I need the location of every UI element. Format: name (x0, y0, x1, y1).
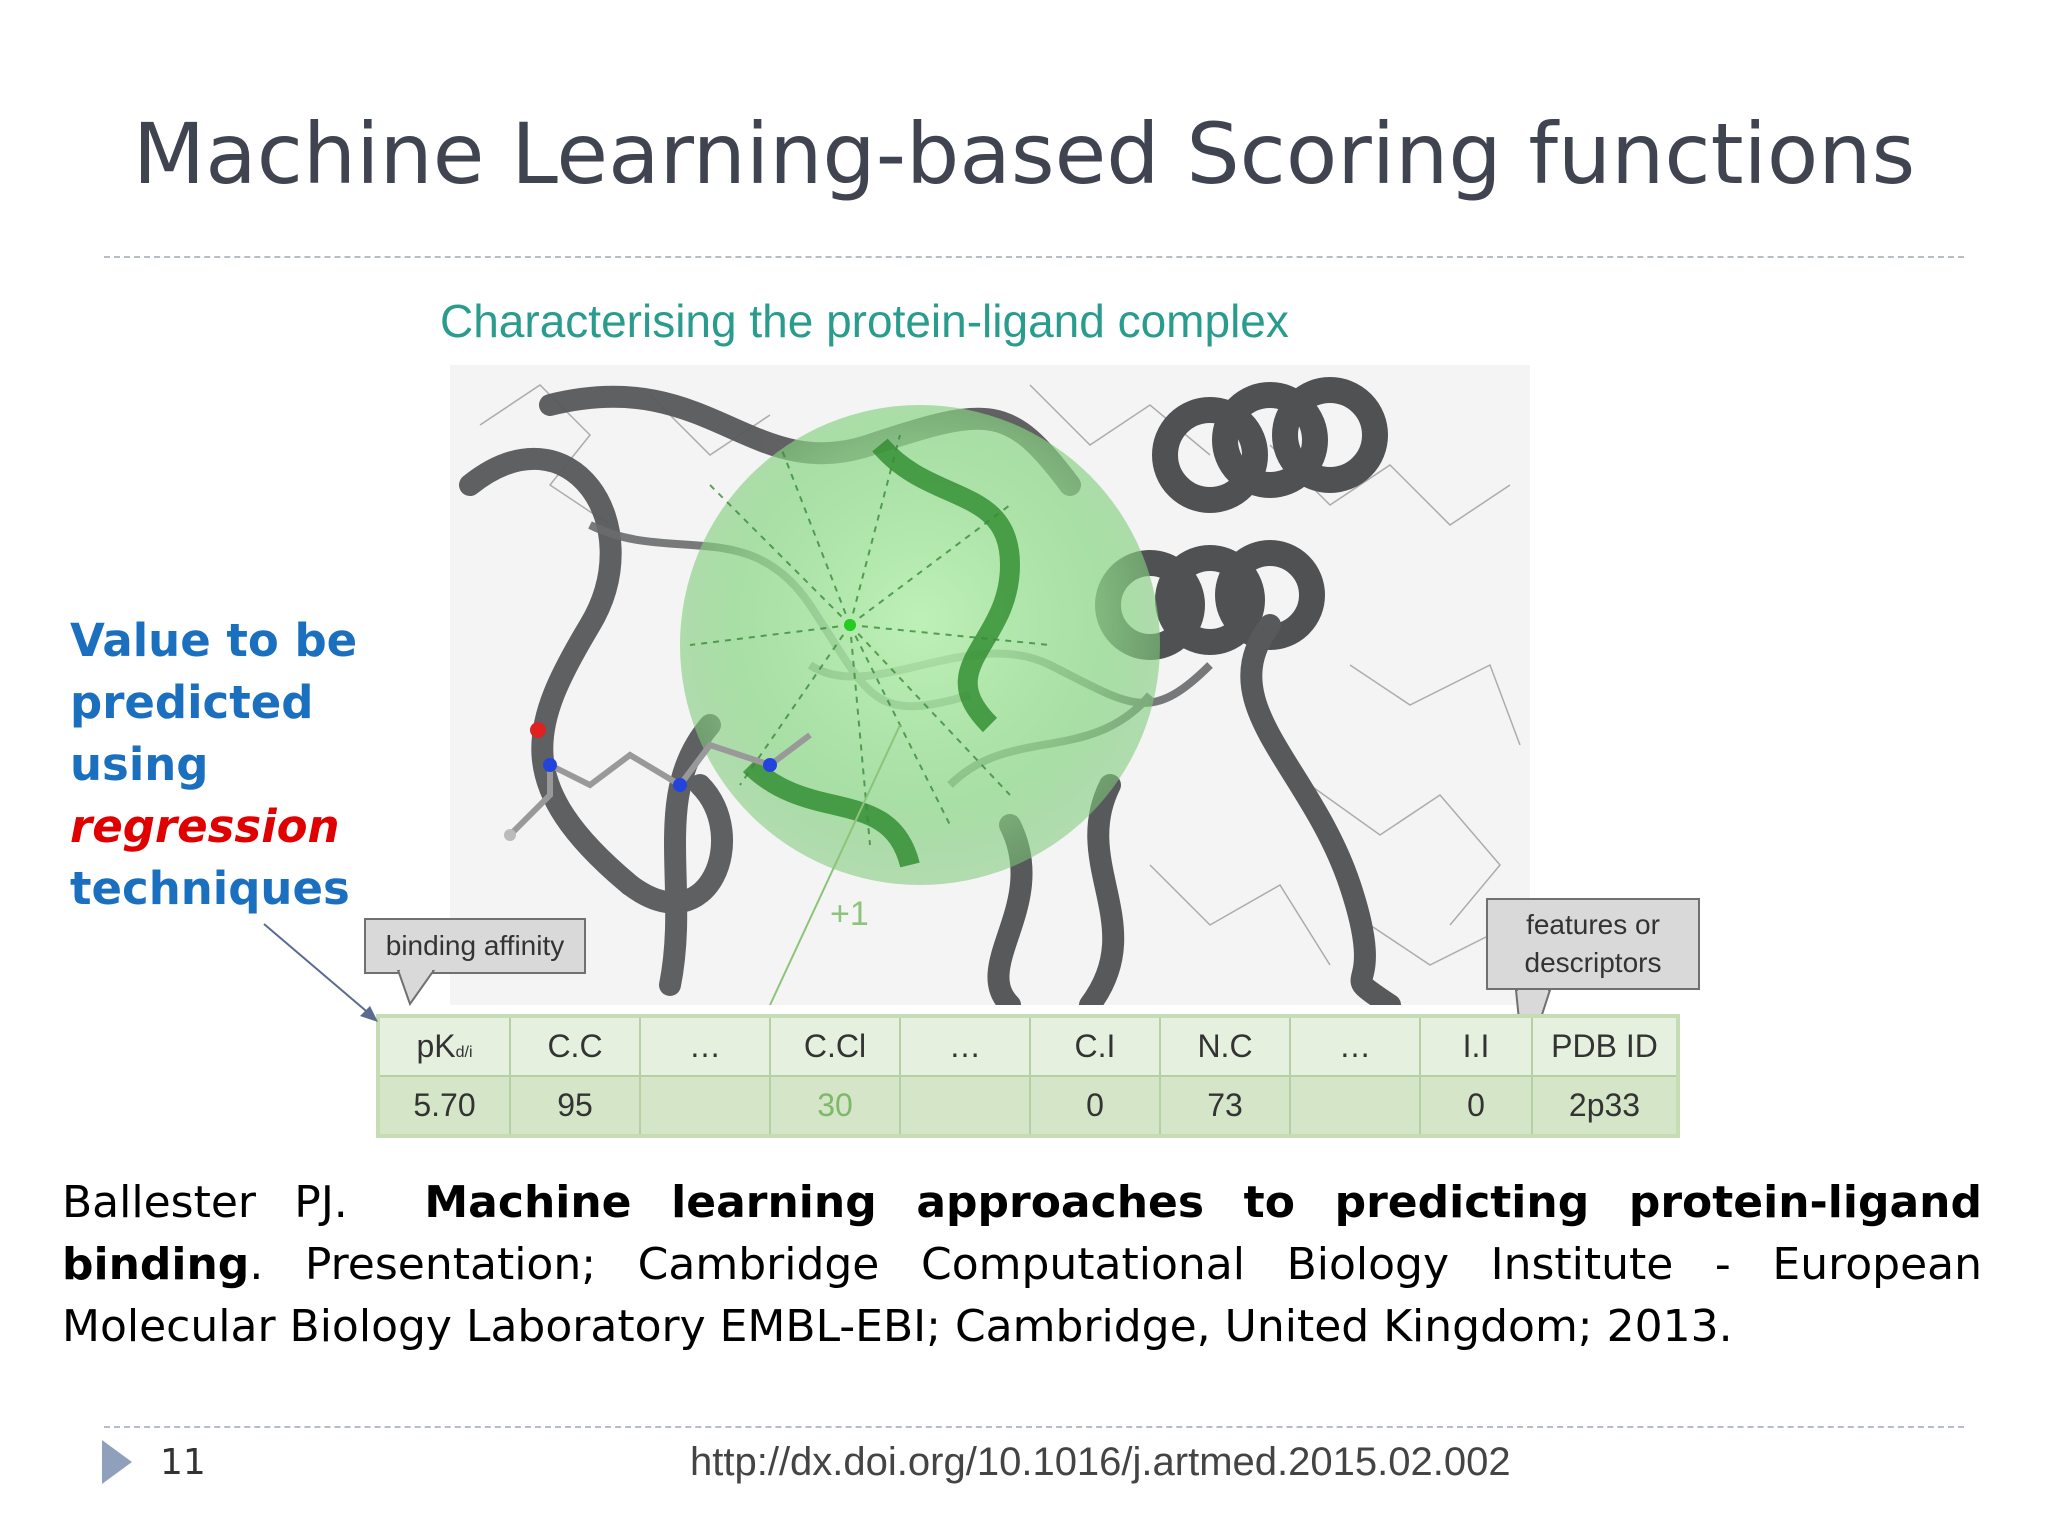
header-cell: … (1289, 1015, 1421, 1077)
top-divider (104, 256, 1964, 258)
value-cell: 5.70 (377, 1075, 511, 1137)
value-cell: 73 (1159, 1075, 1291, 1137)
citation-author: Ballester PJ. (62, 1177, 348, 1228)
feature-table-value-row: 5.70 95 30 0 73 0 2p33 (377, 1075, 1679, 1137)
figure-caption: Characterising the protein-ligand comple… (440, 295, 1289, 347)
header-cell: … (639, 1015, 771, 1077)
citation: Ballester PJ. Machine learning approache… (62, 1172, 1982, 1358)
value-cell: 95 (509, 1075, 641, 1137)
bottom-divider (104, 1426, 1964, 1428)
features-label-line2: descriptors (1524, 947, 1662, 978)
note-line-3: using (70, 738, 209, 791)
binding-affinity-callout: binding affinity (364, 918, 586, 974)
value-cell (1289, 1075, 1421, 1137)
protein-structure-illustration: +1 (450, 365, 1530, 1005)
binding-affinity-callout-tail (396, 970, 436, 1007)
header-cell: C.I (1029, 1015, 1161, 1077)
triangle-bullet-icon (102, 1440, 132, 1484)
header-cell: pKd/i (377, 1015, 511, 1077)
note-pointer-arrow (263, 923, 378, 1022)
features-callout: features or descriptors (1486, 898, 1700, 990)
header-cell: I.I (1419, 1015, 1533, 1077)
features-label-line1: features or (1526, 909, 1660, 940)
value-cell: 2p33 (1531, 1075, 1679, 1137)
page-number: 11 (160, 1442, 206, 1483)
note-emphasis: regression (70, 800, 340, 853)
citation-title: Machine learning approaches to predictin… (62, 1177, 1982, 1290)
value-cell (899, 1075, 1031, 1137)
feature-table-header-row: pKd/i C.C … C.Cl … C.I N.C … I.I PDB ID (377, 1015, 1679, 1077)
note-line-2: predicted (70, 676, 314, 729)
prediction-note: Value to be predicted using regression t… (70, 610, 390, 920)
note-line-1: Value to be (70, 614, 358, 667)
value-cell (639, 1075, 771, 1137)
header-cell: N.C (1159, 1015, 1291, 1077)
binding-affinity-label: binding affinity (385, 930, 565, 961)
header-cell: C.C (509, 1015, 641, 1077)
header-cell: C.Cl (769, 1015, 901, 1077)
value-cell: 0 (1419, 1075, 1533, 1137)
doi-link[interactable]: http://dx.doi.org/10.1016/j.artmed.2015.… (690, 1440, 1511, 1484)
note-line-5: techniques (70, 862, 350, 915)
protein-ligand-figure: Characterising the protein-ligand comple… (360, 290, 1700, 1150)
header-cell: PDB ID (1531, 1015, 1679, 1077)
value-cell: 30 (769, 1075, 901, 1137)
slide-title: Machine Learning-based Scoring functions (132, 105, 1916, 203)
header-cell: … (899, 1015, 1031, 1077)
plus-one-label: +1 (830, 895, 869, 933)
citation-rest: . Presentation; Cambridge Computational … (62, 1239, 1982, 1352)
feature-table: pKd/i C.C … C.Cl … C.I N.C … I.I PDB ID … (376, 1014, 1680, 1138)
value-cell: 0 (1029, 1075, 1161, 1137)
